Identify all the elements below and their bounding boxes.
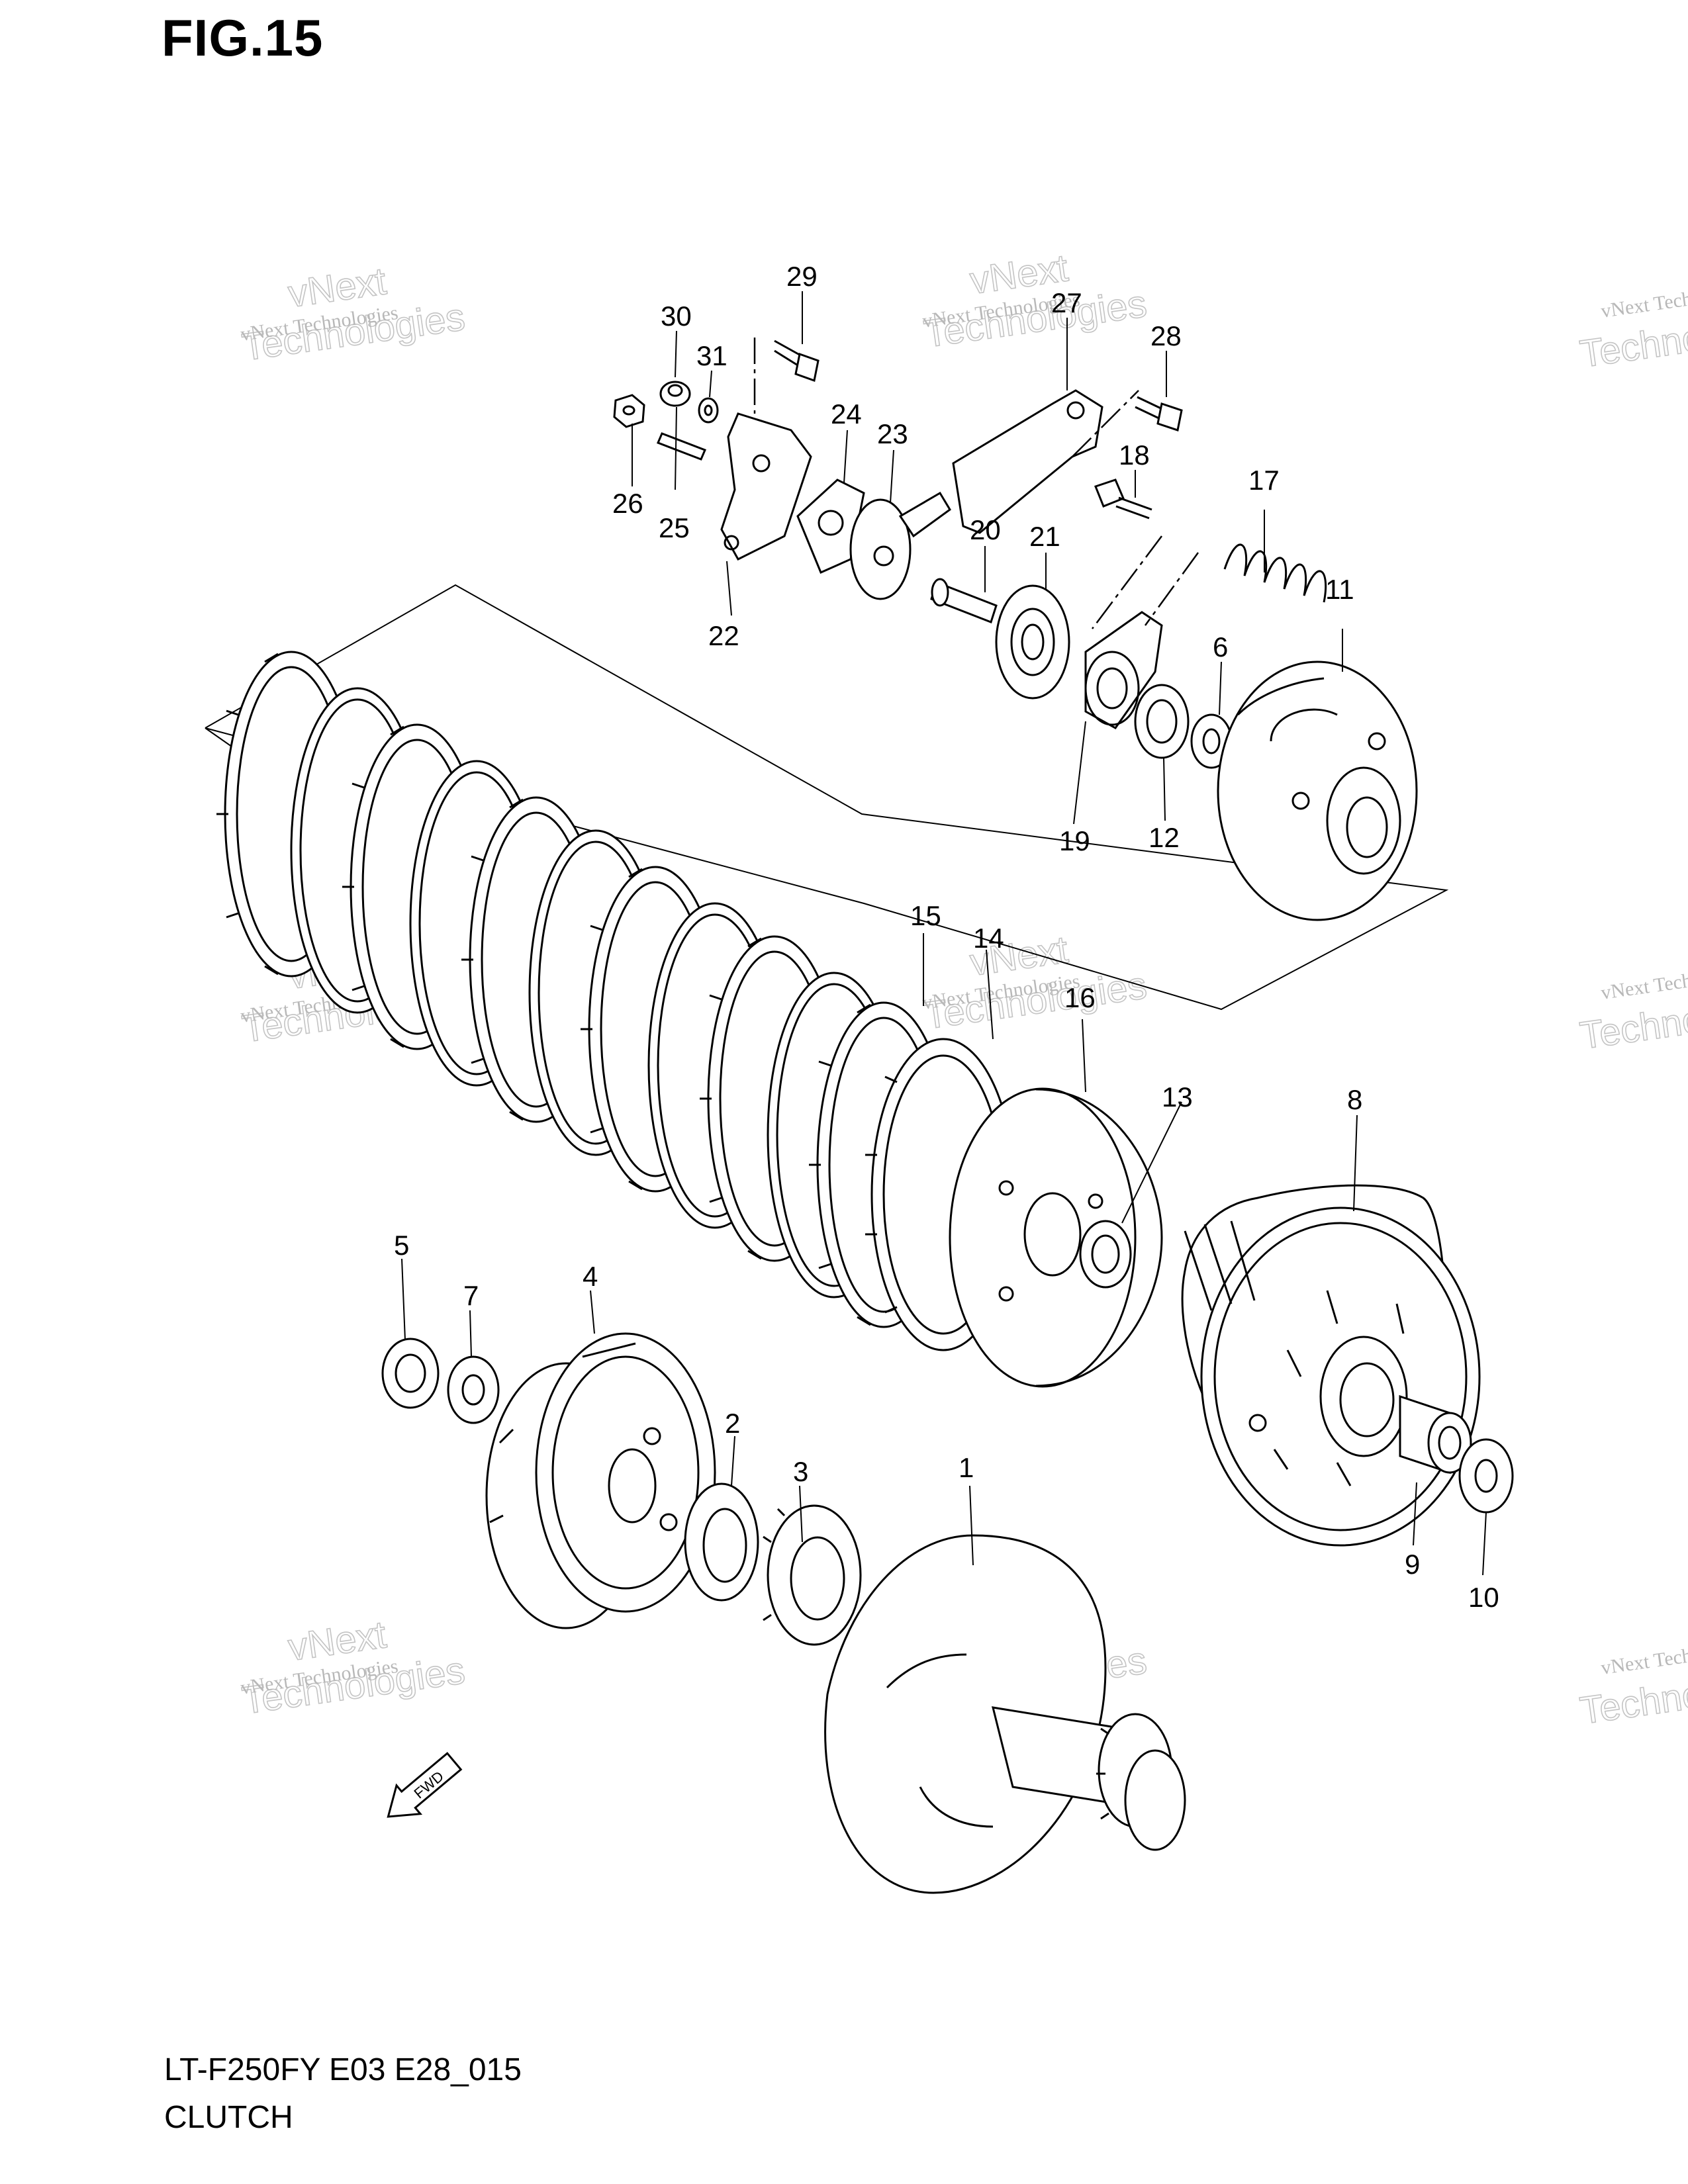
washer-10 — [1458, 1438, 1514, 1514]
callout-29: 29 — [786, 261, 818, 292]
bracket-22 — [720, 412, 812, 561]
bolt-28 — [1135, 396, 1183, 432]
clutch-sleeve-hub-11 — [1217, 660, 1418, 921]
callout-15: 15 — [910, 900, 941, 931]
watermark-tl: Technologies vNext Technologies vNext — [239, 259, 468, 369]
callout-22: 22 — [708, 620, 739, 651]
callout-14: 14 — [973, 923, 1004, 954]
callout-30: 30 — [661, 300, 692, 332]
callout-9: 9 — [1405, 1549, 1420, 1580]
figure-model-code: LT-F250FY E03 E28_015 — [164, 2052, 522, 2087]
release-arm-27 — [952, 389, 1103, 534]
callout-31: 31 — [696, 340, 727, 371]
callout-8: 8 — [1347, 1084, 1362, 1115]
callout-23: 23 — [877, 418, 908, 449]
clutch-spring-17 — [1223, 543, 1327, 603]
callout-17: 17 — [1248, 465, 1280, 496]
clutch-drum-1 — [824, 1534, 1186, 1894]
callout-24: 24 — [831, 398, 862, 430]
callout-12: 12 — [1149, 822, 1180, 853]
callout-20: 20 — [970, 514, 1001, 545]
nut-30 — [659, 381, 691, 407]
callout-28: 28 — [1150, 320, 1182, 351]
clutch-housing-8 — [1181, 1184, 1481, 1547]
callout-5: 5 — [394, 1230, 409, 1261]
spacer-9 — [1399, 1394, 1472, 1475]
callout-labels: 1 2 3 4 5 6 7 8 9 10 11 12 13 14 15 16 1… — [394, 261, 1499, 1613]
pressure-disc-16 — [949, 1087, 1163, 1388]
watermark-text: vNext Technologies — [1599, 1635, 1688, 1679]
callout-19: 19 — [1059, 825, 1090, 856]
watermark-bl: Technologies vNext Technologies vNext — [239, 1612, 468, 1723]
leader-lines — [401, 291, 1487, 1576]
callout-18: 18 — [1119, 439, 1150, 471]
callout-21: 21 — [1029, 521, 1060, 552]
cam-lever-23 — [849, 491, 951, 600]
watermark-text: vNext Technologies — [1599, 279, 1688, 322]
bearing-5 — [381, 1338, 440, 1409]
callout-10: 10 — [1468, 1582, 1499, 1613]
figure-name: CLUTCH — [164, 2100, 293, 2135]
watermark-tc: Technologies vNext Technologies vNext — [921, 246, 1150, 356]
bearing-21 — [995, 584, 1070, 700]
washer-7 — [447, 1355, 500, 1424]
callout-11: 11 — [1325, 574, 1354, 605]
callout-4: 4 — [583, 1261, 598, 1292]
watermark-text: vNext Technologies — [1599, 960, 1688, 1004]
clutch-plate-stack — [216, 651, 1163, 1388]
watermark-tr: vNext Technologies Technologies — [1577, 279, 1688, 377]
bearing-3 — [763, 1504, 862, 1646]
callout-26: 26 — [612, 488, 643, 519]
release-mechanism — [613, 338, 1418, 921]
callout-6: 6 — [1213, 631, 1228, 662]
callout-16: 16 — [1064, 982, 1096, 1013]
stud-25 — [657, 432, 706, 461]
callout-13: 13 — [1162, 1081, 1193, 1113]
centrifugal-clutch-4 — [485, 1332, 716, 1629]
figure-title: FIG.15 — [162, 9, 324, 67]
bearing-12 — [1134, 684, 1190, 759]
callout-3: 3 — [793, 1456, 808, 1487]
callout-1: 1 — [959, 1452, 974, 1483]
callout-2: 2 — [725, 1408, 740, 1439]
callout-25: 25 — [659, 512, 690, 543]
lifter-plate-19 — [1084, 611, 1163, 729]
release-pin-20 — [930, 578, 998, 623]
watermark-mr: vNext Technologies Technologies — [1577, 960, 1688, 1058]
bolt-29 — [774, 340, 820, 382]
bolt-18 — [1094, 478, 1152, 520]
fwd-arrow-icon: FWD — [387, 1752, 463, 1818]
washer-13 — [1079, 1220, 1132, 1289]
one-way-clutch-2 — [684, 1482, 759, 1602]
callout-27: 27 — [1051, 287, 1082, 318]
washer-31 — [698, 397, 719, 424]
watermark-br: vNext Technologies Technologies — [1577, 1635, 1688, 1733]
callout-7: 7 — [463, 1280, 479, 1311]
nut-26 — [613, 394, 645, 428]
